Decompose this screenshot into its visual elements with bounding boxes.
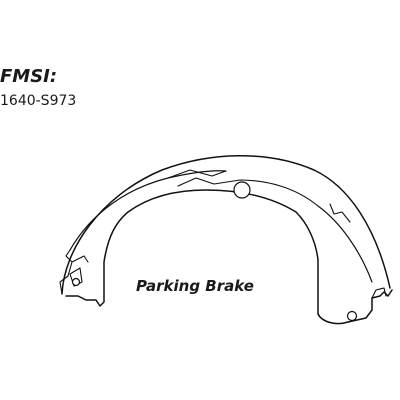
lining-outer-arc	[61, 155, 391, 295]
lining-inner-arc	[69, 170, 227, 251]
lining-inner-arc-right	[317, 205, 373, 283]
diagram-caption: Parking Brake	[136, 277, 254, 295]
left-end-notch	[59, 249, 73, 295]
right-end-slot	[371, 287, 387, 299]
shoe-web	[65, 189, 393, 325]
left-end-step	[71, 255, 89, 263]
left-hole	[71, 277, 81, 287]
part-number: 1640-S973	[0, 93, 77, 109]
pivot-hole	[233, 181, 251, 199]
crown-detail	[167, 169, 227, 179]
crown-inner-detail	[177, 177, 319, 207]
fmsi-label: FMSI:	[0, 66, 58, 87]
spring-hole	[346, 310, 358, 322]
right-end-notch	[329, 203, 351, 223]
